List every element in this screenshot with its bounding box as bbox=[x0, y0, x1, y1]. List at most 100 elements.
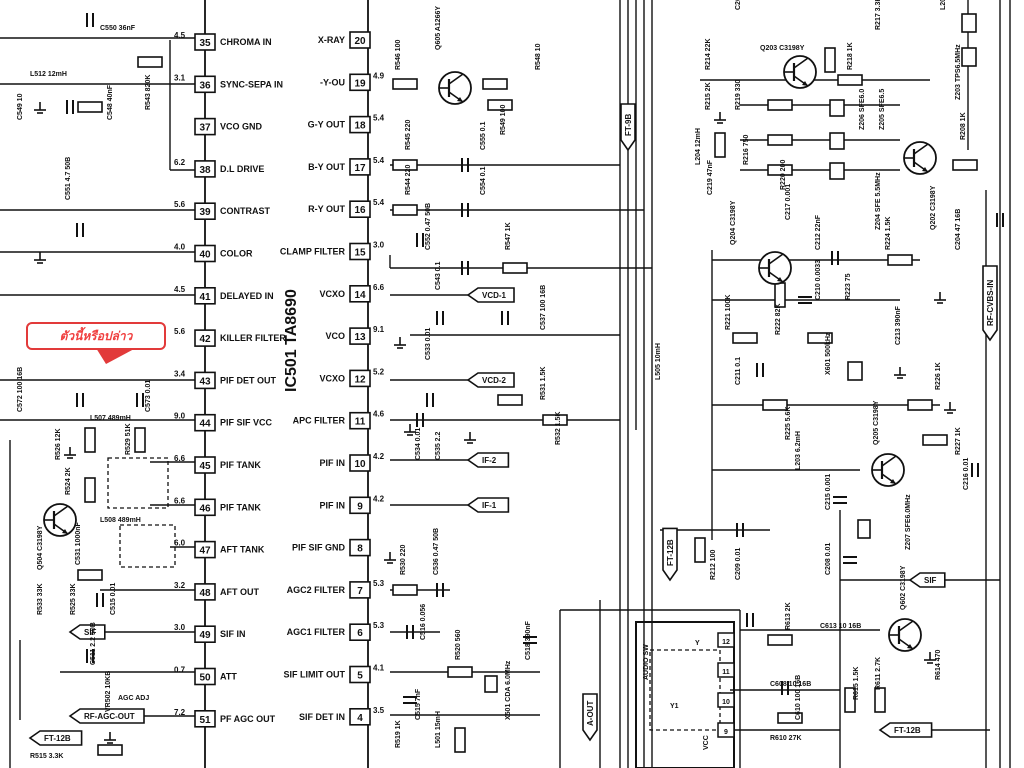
connector-label: RF-AGC-OUT bbox=[84, 712, 135, 721]
pin-voltage: 4.0 bbox=[174, 243, 186, 252]
pin-box bbox=[194, 244, 216, 263]
component-label: R215 2K bbox=[705, 82, 712, 110]
component-label: C552 0.47 50B bbox=[425, 203, 432, 250]
pin-number: 44 bbox=[199, 419, 211, 430]
pin-box bbox=[194, 75, 216, 94]
component-label: R532 1.5K bbox=[555, 412, 562, 445]
component-label: C533 0.01 bbox=[425, 328, 432, 360]
pin-number: 42 bbox=[199, 334, 211, 345]
component-label: VCC bbox=[703, 735, 710, 750]
pin-number: 37 bbox=[199, 123, 211, 134]
pin-label: CONTRAST bbox=[220, 206, 270, 216]
component-label: C551 4.7 50B bbox=[65, 157, 72, 200]
component-label: Q602 C3198Y bbox=[900, 565, 907, 610]
component-label: R225 5.6K bbox=[785, 407, 792, 440]
component-label: C537 100 16B bbox=[540, 285, 547, 330]
pin-voltage: 5.6 bbox=[174, 327, 186, 336]
component-label: X501 CDA 6.0MHz bbox=[505, 660, 512, 720]
component-label: AGC ADJ bbox=[118, 695, 149, 702]
pin-label: G-Y OUT bbox=[308, 120, 346, 130]
component-label: R533 33K bbox=[37, 583, 44, 615]
audio-switch-pin: 9 bbox=[717, 722, 735, 738]
pin-number: 40 bbox=[199, 250, 211, 261]
pin-voltage: 4.6 bbox=[373, 410, 385, 419]
pin-box bbox=[349, 496, 371, 515]
audio-switch-pin: 11 bbox=[717, 662, 735, 678]
pin-label: COLOR bbox=[220, 249, 253, 259]
pin-box bbox=[349, 242, 371, 261]
pin-box bbox=[194, 286, 216, 305]
component-label: C534 0.01 bbox=[415, 428, 422, 460]
pin-box bbox=[349, 115, 371, 134]
component-label: C215 0.001 bbox=[825, 474, 832, 510]
pin-number: 12 bbox=[354, 374, 366, 385]
pin-label: AFT TANK bbox=[220, 545, 265, 555]
component-label: Z205 SFE6.5 bbox=[879, 89, 886, 130]
pin-box bbox=[194, 329, 216, 347]
component-label: C210 0.0033 bbox=[815, 260, 822, 300]
pin-label: R-Y OUT bbox=[308, 204, 345, 214]
component-label: R220 200 bbox=[780, 160, 787, 190]
connector-label: FT-12B bbox=[894, 726, 921, 735]
component-label: R611 2.7K bbox=[875, 657, 882, 690]
pin-number: 14 bbox=[354, 290, 366, 301]
component-label: C516 0.056 bbox=[420, 604, 427, 640]
component-label: X601 500kHz bbox=[825, 332, 832, 375]
connector-flag: IF-2 bbox=[466, 452, 510, 468]
annotation-bubble: ตัวนี้หรือปล่าว bbox=[26, 322, 166, 350]
pin-voltage: 0.7 bbox=[174, 666, 186, 675]
pin-voltage: 9.1 bbox=[373, 325, 385, 334]
pin-label: PIF TANK bbox=[220, 502, 261, 512]
pin-voltage: 6.2 bbox=[174, 158, 186, 167]
pin-number: 10 bbox=[354, 459, 366, 470]
pin-number: 36 bbox=[199, 80, 211, 91]
pin-box bbox=[349, 327, 371, 345]
component-label: C208 0.01 bbox=[825, 543, 832, 575]
left-pin: 40 COLOR 4.0 bbox=[174, 243, 253, 263]
component-label: R216 750 bbox=[743, 135, 750, 165]
component-label: Z207 SFE6.0MHz bbox=[905, 494, 912, 550]
component-label: R543 820K bbox=[145, 75, 152, 110]
component-label: C550 36nF bbox=[100, 25, 136, 32]
component-label: C216 0.01 bbox=[963, 458, 970, 490]
pin-label: VCO GND bbox=[220, 122, 263, 132]
connector-label: RF-CVBS-IN bbox=[986, 280, 995, 326]
component-label: R224 1.5K bbox=[885, 217, 892, 250]
pin-label: VCXO bbox=[319, 289, 345, 299]
component-label: Y1 bbox=[670, 703, 679, 710]
component-label: C536 0.47 50B bbox=[433, 528, 440, 575]
component-label: R547 1K bbox=[505, 222, 512, 250]
component-label: AUDIO SW bbox=[643, 644, 650, 680]
connector-label: SIF bbox=[924, 576, 937, 585]
pin-voltage: 4.2 bbox=[373, 494, 385, 503]
pin-box bbox=[194, 33, 216, 51]
transistors bbox=[42, 54, 938, 653]
connector-label: SIF bbox=[84, 628, 97, 637]
connector-flag: FT-9B bbox=[620, 103, 636, 152]
pin-box bbox=[194, 371, 216, 390]
pin-number: 45 bbox=[199, 461, 211, 472]
pin-label: D.L DRIVE bbox=[220, 164, 264, 174]
pin-number: 39 bbox=[199, 207, 211, 218]
connector-flag: VCD-1 bbox=[466, 287, 515, 303]
pin-number: 47 bbox=[199, 546, 211, 557]
pin-number: 43 bbox=[199, 376, 211, 387]
pin-label: KILLER FILTER bbox=[220, 333, 286, 343]
component-label: L501 15mH bbox=[435, 711, 442, 748]
pin-box bbox=[349, 454, 371, 472]
pin-label: ATT bbox=[220, 672, 237, 682]
